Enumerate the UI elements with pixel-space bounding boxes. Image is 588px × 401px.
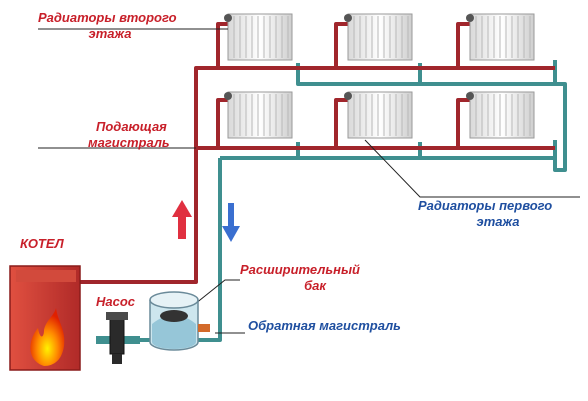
flame-icon	[30, 308, 65, 366]
radiator-1-3	[469, 91, 535, 139]
expansion-tank	[149, 291, 210, 351]
pump-icon	[96, 312, 140, 364]
leader-lines	[38, 28, 580, 334]
radiators-first-floor-label-line1: Радиаторы первого	[418, 198, 553, 213]
radiators-second-floor-label-line1: Радиаторы второго	[38, 10, 177, 25]
radiators-second-floor-label-line2: этажа	[88, 26, 132, 41]
radiator-2-1	[227, 13, 293, 61]
radiator-2-3	[469, 13, 535, 61]
supply-main-label-line2: магистраль	[88, 135, 170, 150]
supply-main-label: Подающая магистраль	[88, 119, 198, 151]
radiator-1-1	[227, 91, 293, 139]
arrow-up-icon	[172, 200, 192, 239]
return-main-label: Обратная магистраль	[248, 318, 401, 333]
radiators-first-floor-label-line2: этажа	[476, 214, 520, 229]
supply-pipes	[80, 22, 555, 284]
boiler-label: КОТЕЛ	[20, 236, 64, 251]
radiator-2-2	[347, 13, 413, 61]
radiators-second-floor-label: Радиаторы второго этажа	[38, 10, 218, 42]
expansion-tank-label: Расширительный бак	[240, 262, 390, 294]
expansion-tank-label-line2: бак	[304, 278, 326, 293]
expansion-tank-label-line1: Расширительный	[240, 262, 360, 277]
radiator-1-2	[347, 91, 413, 139]
radiator-valves	[224, 14, 474, 100]
boiler	[9, 265, 81, 371]
arrow-down-icon	[222, 203, 240, 242]
supply-main-label-line1: Подающая	[96, 119, 167, 134]
radiators-first-floor-label: Радиаторы первого этажа	[418, 198, 578, 230]
pump-label: Насос	[96, 294, 136, 309]
